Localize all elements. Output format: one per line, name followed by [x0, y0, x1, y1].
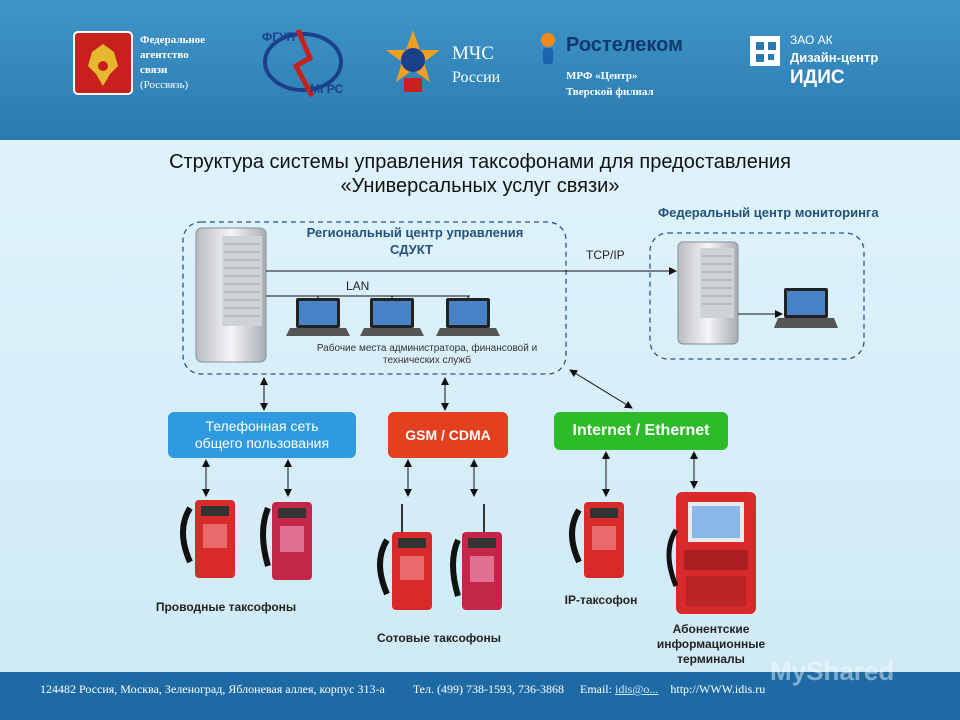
payphone-icon [569, 502, 624, 578]
workplaces-label: Рабочие места администратора, финансовой… [290, 343, 564, 367]
idis-logo-icon [750, 36, 780, 66]
workplaces-line: технических служб [383, 355, 471, 366]
regional-center-boundary [182, 221, 567, 375]
pstn-line: Телефонная сеть [205, 418, 319, 434]
rossvyaz-line: агентство [140, 49, 189, 61]
rostelecom-sub: МРФ «Центр» [566, 70, 638, 82]
idis-line: Дизайн-центр [790, 50, 879, 65]
server-icon [195, 227, 267, 363]
footer-website-link[interactable]: http://WWW.idis.ru [670, 682, 766, 696]
rossvyaz-text: Федеральное агентство связи (Россвязь) [140, 33, 205, 93]
ip-payphone-caption: IP-таксофон [564, 593, 638, 607]
rossvyaz-line: (Россвязь) [140, 79, 189, 91]
rostelecom-name: Ростелеком [566, 34, 683, 56]
laptop-icon [436, 298, 500, 336]
idis-text: ЗАО АК Дизайн-центр ИДИС [790, 33, 878, 89]
footer-address: 124482 Россия, Москва, Зеленоград, Яблон… [40, 682, 385, 696]
laptop-icon [360, 298, 424, 336]
mchs-line: России [452, 69, 501, 86]
payphone-icon [450, 504, 502, 610]
payphone-icon [377, 504, 432, 610]
footer-contacts: 124482 Россия, Москва, Зеленоград, Яблон… [40, 682, 765, 697]
laptop-icon [774, 288, 838, 328]
federal-center-label: Федеральный центр мониторинга [658, 205, 879, 220]
mchs-text: МЧС России [452, 42, 500, 90]
server-icon [677, 241, 739, 345]
regional-center-label: Региональный центр управления СДУКТ [280, 224, 550, 258]
idis-line: ЗАО АК [790, 33, 833, 47]
idis-line: ИДИС [790, 67, 845, 88]
coat-of-arms-icon [73, 31, 133, 95]
lan-label: LAN [346, 279, 370, 293]
footer-bar [0, 672, 960, 720]
tcpip-label: TCP/IP [586, 248, 625, 262]
laptop-icon [286, 298, 350, 336]
footer-email-label: Email: [579, 682, 612, 696]
diagram-title: Структура системы управления таксофонами… [40, 150, 920, 198]
mchs-line: МЧС [452, 43, 494, 64]
header-logos [73, 29, 780, 98]
rostelecom-sub: Тверской филиал [566, 86, 654, 98]
title-line: Структура системы управления таксофонами… [169, 151, 791, 173]
rossvyaz-line: связи [140, 64, 168, 76]
watermark-text: MyShared [770, 656, 895, 686]
terminal-caption-line: Абонентские [672, 622, 750, 636]
terminal-caption-line: информационные [656, 637, 766, 651]
workplaces-line: Рабочие места администратора, финансовой… [316, 343, 538, 354]
regional-center-line: Региональный центр управления [306, 225, 524, 240]
terminal-caption-line: терминалы [677, 652, 745, 666]
rostelecom-branch: МРФ «Центр» Тверской филиал [566, 68, 654, 100]
fgup-logo-top-text: ФГУП [262, 30, 296, 44]
internet-network-box: Internet / Ethernet [554, 412, 728, 450]
header-banner [0, 0, 960, 140]
rostelecom-logo-icon [541, 33, 555, 64]
fgup-mgrs-logo [263, 29, 343, 98]
payphone-icon [180, 500, 235, 578]
title-line: «Универсальных услуг связи» [340, 175, 620, 197]
pstn-network-box: Телефонная сеть общего пользования [168, 412, 356, 458]
fgup-logo-bottom-text: МГРС [310, 82, 344, 96]
rossvyaz-line: Федеральное [140, 34, 206, 46]
cellular-payphones-caption: Сотовые таксофоны [377, 631, 501, 645]
wired-payphones-caption: Проводные таксофоны [155, 600, 297, 614]
info-terminal-icon [666, 492, 756, 614]
payphone-icon [260, 502, 312, 580]
footer-phone: Тел. (499) 738-1593, 736-3868 [412, 682, 564, 696]
gsm-network-box: GSM / CDMA [388, 412, 508, 458]
regional-center-line: СДУКТ [390, 242, 433, 257]
footer-email-link[interactable]: idis@o... [614, 682, 659, 696]
terminal-caption: Абонентские информационные терминалы [650, 622, 772, 667]
pstn-line: общего пользования [194, 435, 330, 451]
mchs-emblem-icon [386, 30, 440, 92]
